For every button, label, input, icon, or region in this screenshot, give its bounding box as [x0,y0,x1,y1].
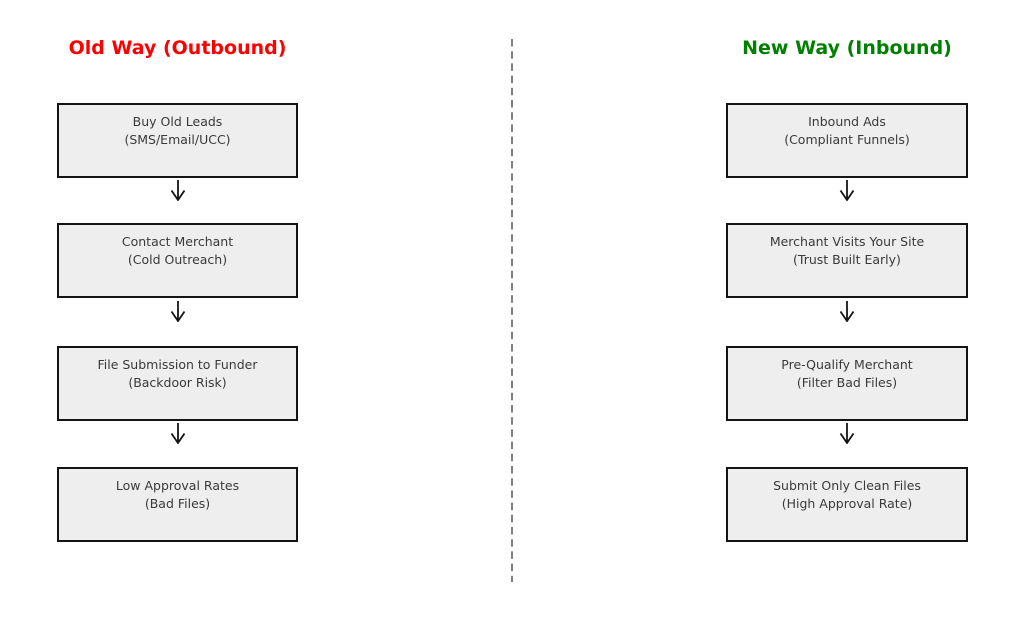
step-box-buy-old-leads: Buy Old Leads (SMS/Email/UCC) [57,103,298,178]
step-line2: (Trust Built Early) [793,251,901,267]
down-arrow-icon [170,301,185,322]
down-arrow-icon [839,423,855,444]
step-box-low-approval: Low Approval Rates (Bad Files) [57,467,298,542]
down-arrow-icon [170,423,185,444]
step-box-submit-clean-files: Submit Only Clean Files (High Approval R… [726,467,968,542]
step-line1: Pre-Qualify Merchant [781,357,913,372]
step-line1: Contact Merchant [121,234,234,249]
step-line1: Merchant Visits Your Site [769,234,925,249]
step-line2: (High Approval Rate) [781,495,913,511]
step-line2: (Filter Bad Files) [796,374,898,390]
column-old-way: Old Way (Outbound) Buy Old Leads (SMS/Em… [57,0,298,622]
step-line1: File Submission to Funder [97,357,258,372]
step-line1: Buy Old Leads [132,114,223,129]
step-box-file-submission: File Submission to Funder (Backdoor Risk… [57,346,298,421]
divider-dashed-line [511,39,513,582]
column-title-new-way: New Way (Inbound) [742,37,952,59]
step-line1: Inbound Ads [808,114,886,129]
step-box-inbound-ads: Inbound Ads (Compliant Funnels) [726,103,968,178]
down-arrow-icon [839,301,855,322]
column-title-old-way: Old Way (Outbound) [68,37,287,59]
down-arrow-icon [170,180,185,201]
step-box-merchant-visits: Merchant Visits Your Site (Trust Built E… [726,223,968,298]
step-line2: (Backdoor Risk) [128,374,227,390]
step-line2: (Bad Files) [144,495,211,511]
step-box-pre-qualify: Pre-Qualify Merchant (Filter Bad Files) [726,346,968,421]
step-line1: Submit Only Clean Files [773,478,921,493]
step-box-contact-merchant: Contact Merchant (Cold Outreach) [57,223,298,298]
column-new-way: New Way (Inbound) Inbound Ads (Compliant… [726,0,968,622]
step-line1: Low Approval Rates [115,478,240,493]
step-line2: (Compliant Funnels) [784,131,910,147]
step-line2: (SMS/Email/UCC) [124,131,231,147]
step-line2: (Cold Outreach) [127,251,228,267]
down-arrow-icon [839,180,855,201]
